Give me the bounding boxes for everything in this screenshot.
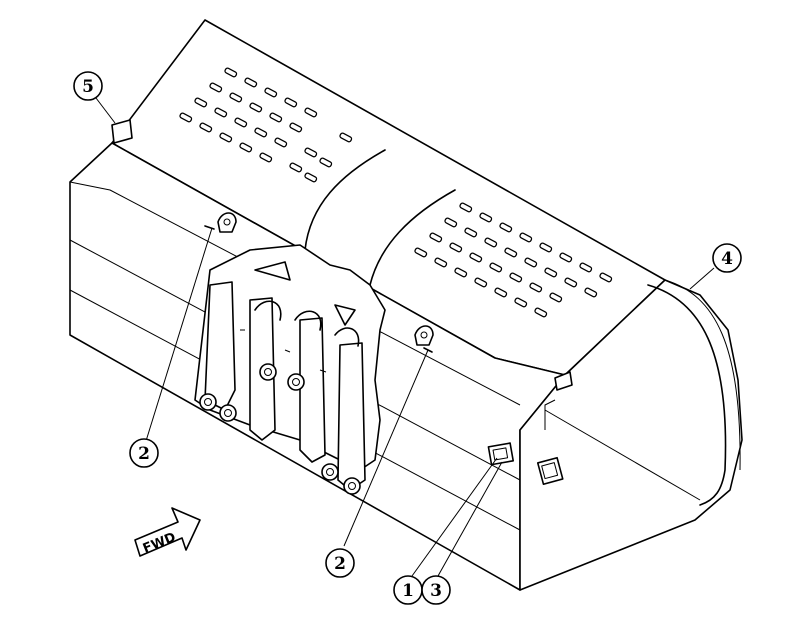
- fwd-arrow-shape: [134, 507, 201, 557]
- grill-slots-right: [414, 202, 613, 318]
- callout-1-label: 1: [402, 581, 414, 601]
- callout-5-label: 5: [82, 77, 94, 97]
- callout-5: 5: [73, 71, 103, 101]
- leader-lines: [95, 97, 715, 577]
- side-wall: [519, 279, 743, 591]
- callout-4: 4: [712, 243, 742, 273]
- callout-3: 3: [421, 575, 451, 605]
- side-label-plate: [536, 456, 564, 485]
- fwd-arrow: FWD: [134, 507, 201, 557]
- callout-2-right-label: 2: [334, 554, 346, 574]
- bucket-body: [69, 19, 743, 591]
- grill-rib-left: [304, 149, 386, 251]
- grill-slots-left: [179, 67, 353, 183]
- grill-rib-right: [369, 189, 456, 286]
- bracket-right: [414, 325, 434, 353]
- bracket-left: [204, 212, 237, 233]
- front-label-plate: [487, 442, 515, 466]
- callout-2-right: 2: [325, 548, 355, 578]
- hitch-mount-plate: [194, 244, 386, 495]
- corner-tab: [111, 119, 133, 144]
- side-edge-plate: [647, 284, 727, 506]
- callout-4-label: 4: [721, 249, 733, 269]
- callout-2-left: 2: [129, 438, 159, 468]
- callout-1: 1: [393, 575, 423, 605]
- callout-3-label: 3: [430, 581, 442, 601]
- callout-2-left-label: 2: [138, 444, 150, 464]
